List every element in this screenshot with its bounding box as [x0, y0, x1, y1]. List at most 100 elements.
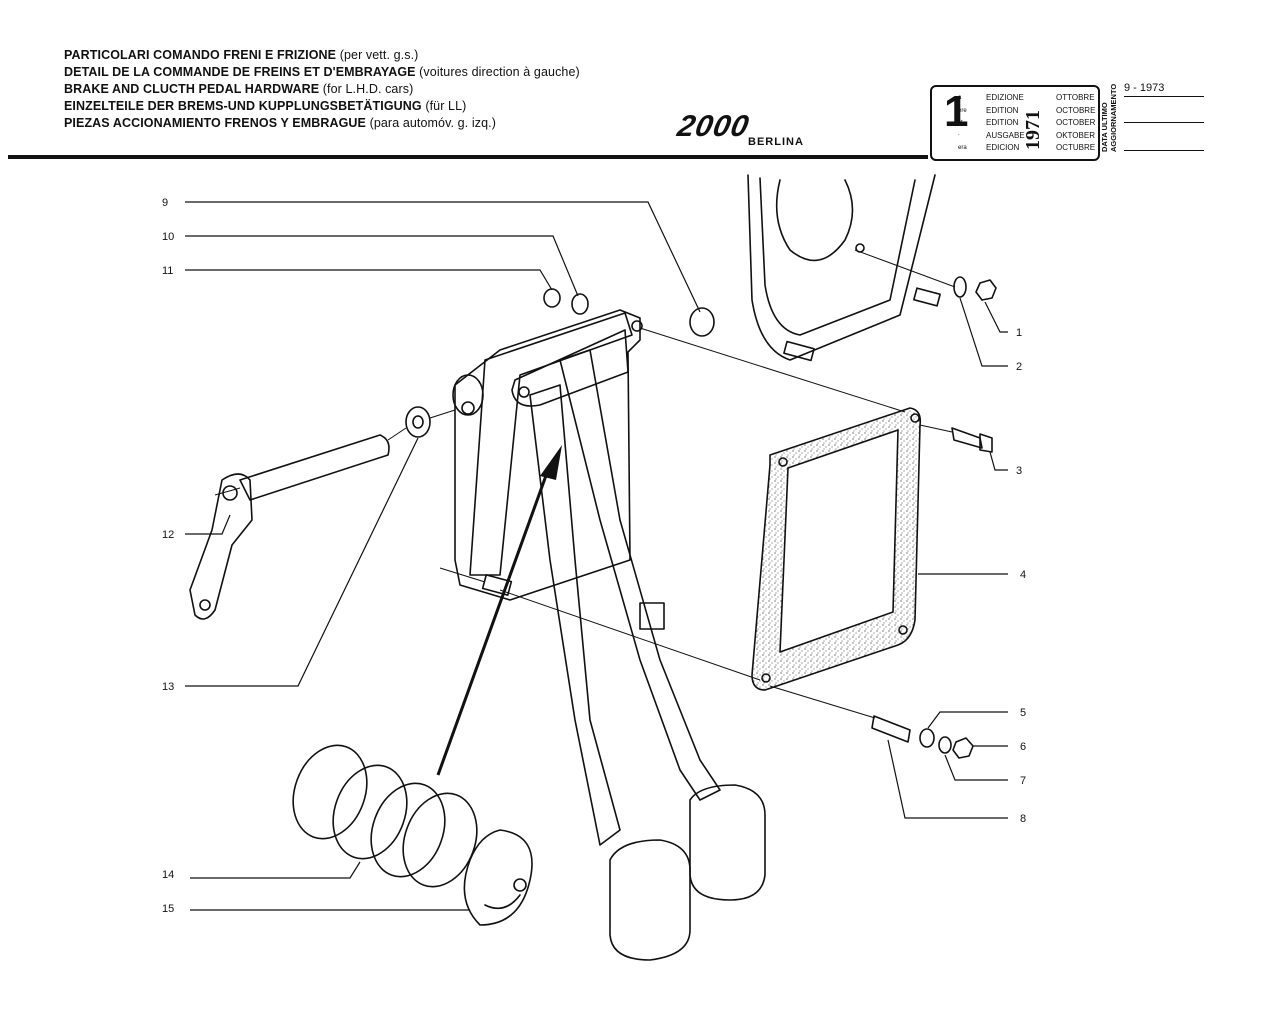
assembly-arrow — [436, 469, 550, 776]
edition-box — [930, 85, 1100, 161]
edition-superscript: ère — [958, 108, 967, 114]
bracket-hole — [631, 320, 643, 332]
title-main: PIEZAS ACCIONAMIENTO FRENOS Y EMBRAGUE — [64, 116, 366, 130]
washer-13-hole — [412, 415, 424, 429]
callout-10: 10 — [162, 231, 174, 243]
leader-8 — [887, 739, 1008, 819]
bracket-boss — [639, 602, 665, 630]
edition-superscript: st — [958, 120, 963, 126]
nut-11 — [543, 288, 561, 308]
title-line-es: PIEZAS ACCIONAMIENTO FRENOS Y EMBRAGUE (… — [64, 115, 580, 132]
title-paren: (para automóv. g. izq.) — [369, 116, 496, 130]
callout-11: 11 — [162, 265, 173, 277]
nut-1 — [975, 279, 997, 301]
washer-7 — [938, 736, 952, 754]
leader-9 — [185, 201, 701, 313]
title-line-en: BRAKE AND CLUCTH PEDAL HARDWARE (for L.H… — [64, 81, 580, 98]
leader-3 — [989, 451, 1008, 471]
assembly-line — [919, 424, 953, 433]
shaft-lever — [189, 473, 253, 620]
month-word: OTTOBRE — [1056, 93, 1095, 102]
callout-7: 7 — [1020, 775, 1026, 787]
bolt-3 — [951, 427, 983, 449]
leader-14 — [190, 861, 361, 879]
stud-upper — [913, 287, 941, 307]
edition-word: AUSGABE — [986, 130, 1025, 140]
month-word: OCTOBRE — [1056, 105, 1096, 115]
callout-13: 13 — [162, 681, 174, 693]
last-update-date: 9 - 1973 — [1124, 82, 1165, 94]
assembly-line — [439, 567, 486, 583]
callout-2: 2 — [1016, 361, 1022, 373]
leader-2 — [959, 297, 1008, 367]
bolt-head — [979, 433, 993, 453]
callout-6: 6 — [1020, 741, 1026, 753]
callout-14: 14 — [162, 869, 174, 881]
gasket-hole — [761, 673, 771, 683]
title-main: DETAIL DE LA COMMANDE DE FREINS ET D'EMB… — [64, 65, 416, 79]
gasket-hole — [910, 413, 920, 423]
cap-9 — [689, 307, 715, 337]
title-line-de: EINZELTEILE DER BREMS-UND KUPPLUNGSBETÄT… — [64, 98, 580, 115]
bulkhead-panel — [747, 174, 936, 361]
pivot-hole — [461, 401, 475, 415]
gasket-hole — [898, 625, 908, 635]
leader-13 — [185, 437, 419, 687]
title-main: BRAKE AND CLUCTH PEDAL HARDWARE — [64, 82, 320, 96]
title-main: PARTICOLARI COMANDO FRENI E FRIZIONE — [64, 48, 337, 62]
washer-2 — [953, 276, 967, 298]
title-line-it: PARTICOLARI COMANDO FRENI E FRIZIONE (pe… — [64, 47, 580, 64]
assembly-line — [854, 249, 956, 288]
spring-coil — [332, 764, 408, 860]
assembly-line — [429, 409, 456, 419]
title-block: PARTICOLARI COMANDO FRENI E FRIZIONE (pe… — [64, 47, 580, 132]
seat-detail — [484, 894, 521, 910]
edition-word: EDITION — [986, 118, 1019, 127]
edition-number: 1 — [944, 87, 969, 136]
assembly-line — [387, 427, 407, 441]
edition-superscript: era — [958, 145, 967, 151]
seat-hole — [513, 878, 527, 892]
edition-superscript: a — [958, 95, 962, 101]
lever-hole — [222, 485, 238, 501]
update-line — [1124, 96, 1204, 97]
bulkhead-recess — [775, 179, 854, 262]
assembly-line — [214, 487, 241, 496]
model-subtitle: BERLINA — [748, 136, 804, 148]
callout-15: 15 — [162, 903, 174, 915]
callout-12: 12 — [162, 529, 174, 541]
edition-word: EDICION — [986, 143, 1020, 152]
assembly-line — [639, 327, 906, 413]
month-words: OTTOBRE OCTOBRE OCTOBER OKTOBER OCTUBRE — [1056, 92, 1095, 155]
callout-3: 3 — [1016, 465, 1022, 477]
lever-hole — [199, 599, 211, 611]
edition-words: EDIZIONE EDITION EDITION AUSGABE EDICION — [986, 92, 1025, 155]
brake-pedal-arm — [559, 349, 721, 801]
month-word: OCTUBRE — [1056, 143, 1096, 152]
title-main: EINZELTEILE DER BREMS-UND KUPPLUNGSBETÄT… — [64, 99, 422, 113]
clutch-pedal-pad — [609, 839, 691, 961]
arrow-head — [540, 445, 562, 480]
pivot-shaft — [239, 434, 390, 501]
title-paren: (voitures direction à gauche) — [419, 65, 580, 79]
spring-coil — [292, 744, 368, 840]
title-paren: (for L.H.D. cars) — [322, 82, 414, 96]
update-line — [1124, 150, 1204, 151]
nut-6 — [952, 737, 974, 759]
bulkhead-inner — [759, 177, 916, 336]
title-paren: (per vett. g.s.) — [339, 48, 419, 62]
leader-10 — [185, 235, 579, 297]
header-rule — [8, 155, 928, 159]
edition-word: EDIZIONE — [986, 93, 1024, 102]
edition-word: EDITION — [986, 105, 1019, 115]
edition-superscript: . — [958, 131, 960, 137]
callout-9: 9 — [162, 197, 168, 209]
pivot-boss — [452, 374, 484, 416]
stud-8 — [871, 715, 911, 743]
bracket-plate — [454, 309, 641, 601]
callout-8: 8 — [1020, 813, 1026, 825]
washer-5 — [919, 728, 935, 748]
stud-lower — [783, 340, 815, 362]
bracket-cylinder — [511, 329, 629, 407]
